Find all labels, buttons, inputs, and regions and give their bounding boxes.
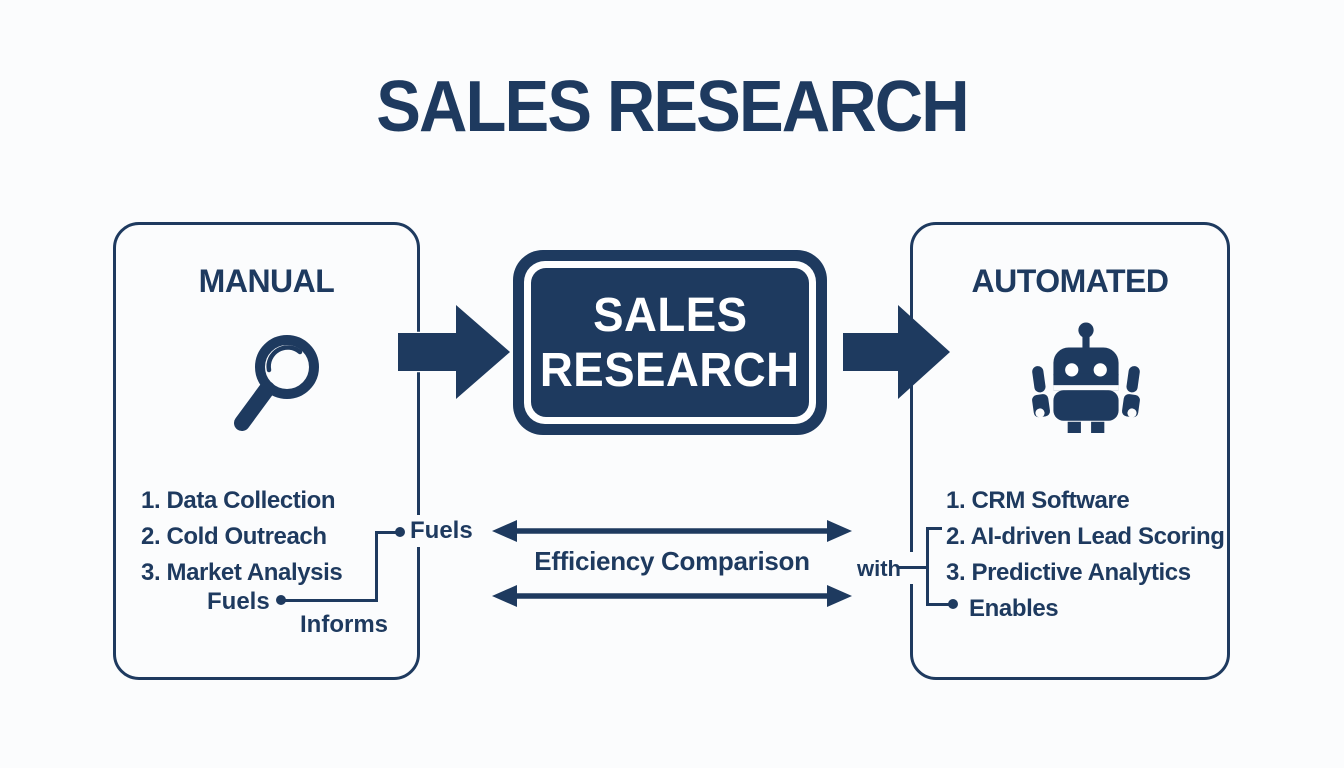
enables-dot — [948, 599, 958, 609]
fuels-connector-hline2 — [375, 531, 398, 534]
efficiency-arrow-top-icon — [492, 520, 852, 542]
bracket-bottom-tick — [926, 603, 952, 606]
efficiency-arrow-bottom-icon — [492, 585, 852, 607]
fuels-connector-vline — [375, 531, 378, 602]
automated-panel: AUTOMATED 1. CRM Software — [910, 222, 1230, 680]
bracket-top-tick — [926, 527, 942, 530]
fuels-inner-label: Fuels — [207, 588, 270, 615]
automated-panel-heading: AUTOMATED — [971, 263, 1169, 299]
manual-list: 1. Data Collection 2. Cold Outreach 3. M… — [141, 483, 343, 591]
fuels-outer-dot — [395, 527, 405, 537]
magnifier-icon — [234, 335, 319, 431]
sales-research-line1: SALES — [592, 288, 748, 342]
informs-label: Informs — [300, 611, 389, 638]
page-title: SALES RESEARCH — [376, 67, 969, 147]
sales-research-box-ring: SALES RESEARCH — [524, 261, 816, 424]
sales-research-line2: RESEARCH — [540, 343, 800, 397]
manual-list-item: 3. Market Analysis — [141, 559, 343, 586]
sales-research-box-inner: SALES RESEARCH — [531, 268, 809, 417]
with-connector-hline — [899, 566, 928, 569]
fuels-outer-label: Fuels — [405, 515, 478, 547]
robot-icon — [1032, 322, 1140, 433]
arrow-center-to-automated-icon — [843, 305, 951, 400]
manual-panel-heading: MANUAL — [198, 263, 335, 299]
efficiency-comparison-label: Efficiency Comparison — [534, 546, 810, 576]
enables-item: Enables — [969, 595, 1059, 622]
sales-research-box: SALES RESEARCH — [513, 250, 827, 435]
fuels-connector-hline — [281, 599, 378, 602]
with-label: with — [857, 556, 901, 581]
bracket-vline — [926, 527, 929, 606]
manual-list-item: 1. Data Collection — [141, 487, 336, 514]
automated-list-item: 1. CRM Software — [946, 487, 1130, 514]
automated-list-item: 2. AI-driven Lead Scoring — [946, 523, 1225, 550]
manual-list-item: 2. Cold Outreach — [141, 523, 327, 550]
automated-list: 1. CRM Software 2. AI-driven Lead Scorin… — [946, 483, 1225, 627]
automated-list-item: 3. Predictive Analytics — [946, 559, 1191, 586]
manual-panel: MANUAL 1. Data Collection 2. Cold Outrea… — [113, 222, 420, 680]
arrow-manual-to-center-icon — [398, 305, 510, 400]
